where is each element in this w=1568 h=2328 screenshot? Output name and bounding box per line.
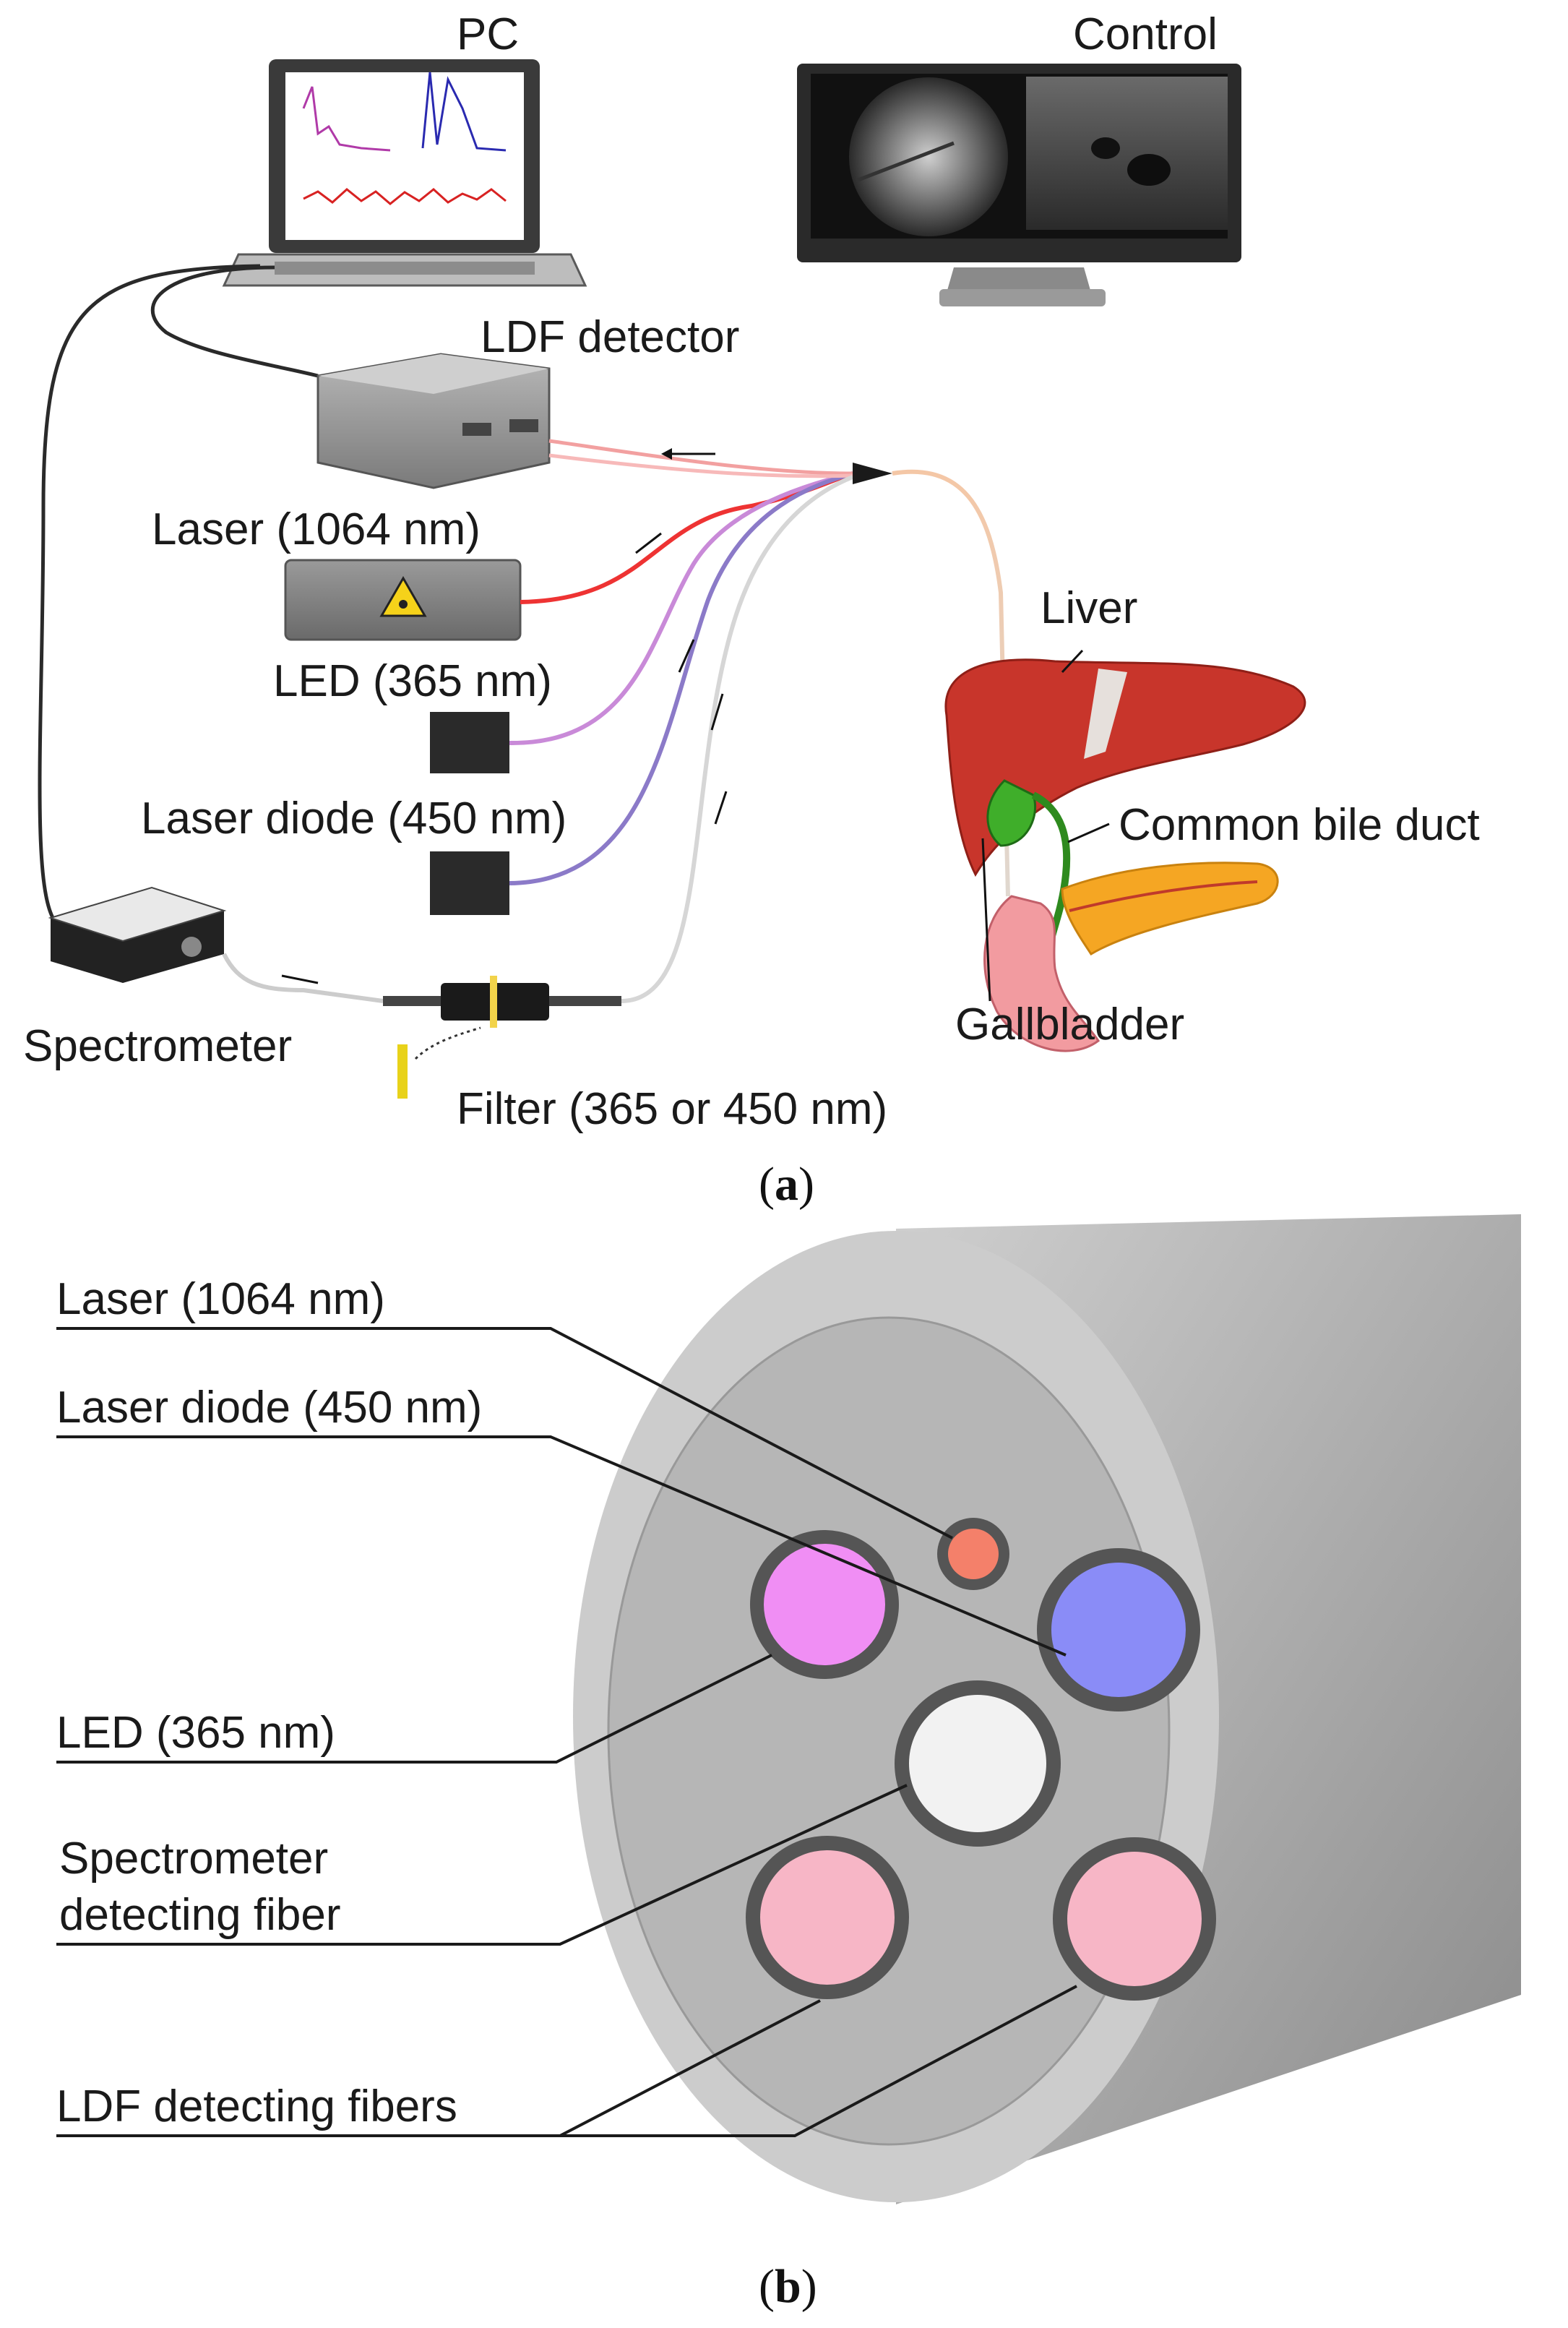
panel-b: Laser (1064 nm) Laser diode (450 nm) LED… [56,1214,1521,2313]
pc-to-ldf-cable [150,265,319,378]
control-label: Control [1073,9,1218,59]
ldf-fiber-2 [548,453,853,478]
caption-a-open: ( [759,1158,775,1211]
pc-laptop [222,59,587,287]
laser-diode-450-fiber [509,471,853,885]
laser-1064-label: Laser (1064 nm) [152,504,481,554]
filter-connector-left [383,996,441,1006]
pancreatic-duct [1069,880,1258,912]
spectrometer-label: Spectrometer [23,1021,292,1071]
filter-insert-arrow [414,1026,481,1060]
ldf-detector-label: LDF detector [481,312,739,362]
liver-label: Liver [1041,583,1137,633]
b-spectrometer-label-line1: Spectrometer [59,1834,328,1884]
b-spectrometer-label-line2: detecting fiber [59,1890,340,1940]
led-365-device [430,712,509,773]
b-ldf-fibers-label: LDF detecting fibers [56,2082,457,2131]
laser-diode-450-label: Laser diode (450 nm) [141,794,567,843]
ldf-detector [316,353,551,489]
laser-warning-icon [379,575,427,617]
endoscopy-view [849,77,1008,236]
arrow-led [678,639,695,673]
caption-b-letter: b [775,2260,801,2313]
led-365-fiber [509,471,853,746]
endoscopy-needle [856,141,955,183]
b-laser-diode-450-leader [56,1435,1067,1657]
ultrasound-cavity-1 [1127,154,1171,186]
laser-1064-device [284,559,522,641]
monitor-base [939,289,1106,306]
pc-label: PC [457,9,519,59]
filter-element [490,976,497,1028]
laser-diode-450-fiber-core [1051,1563,1186,1697]
b-laser-diode-450-label: Laser diode (450 nm) [56,1383,482,1433]
arrow-spectrometer-fiber [714,791,728,825]
b-led-365-label: LED (365 nm) [56,1708,335,1758]
spectrometer-fiber [621,475,854,1003]
liver-shape [944,658,1306,877]
bile-duct-pointer [1067,822,1110,843]
caption-a-letter: a [775,1158,798,1211]
led-365-label: LED (365 nm) [273,656,552,706]
svg-text:(a): (a) [759,1158,814,1211]
pc-plot-spectrum-1 [302,86,391,152]
caption-b-open: ( [759,2260,775,2313]
ldf-fiber-2-core [1067,1852,1202,1986]
arrow-to-spectrometer [281,974,319,984]
liver-pointer [1061,649,1084,674]
spectrometer-fiber-core [909,1695,1046,1832]
spectrometer-top [48,886,227,942]
liver-ligament [1084,669,1127,759]
spectrometer-input-fiber [222,953,384,1003]
arrow-laser-diode [710,693,724,731]
common-bile-duct-label: Common bile duct [1119,800,1480,850]
panel-a: PC Control LDF detector [23,9,1480,1211]
ultrasound-view [1026,77,1228,230]
filter-connector-right [549,996,621,1006]
pancreas-shape [1061,862,1279,956]
caption-b-close: ) [801,2260,817,2313]
ldf-connector-2 [509,419,538,432]
filter-loose [397,1044,408,1099]
caption-a-close: ) [798,1158,814,1211]
led-365-fiber-core [764,1544,885,1665]
gallbladder-pointer [981,838,991,1002]
ldf-connector-1 [462,423,491,436]
b-led-365-leader [56,1654,772,1764]
gallbladder-label: Gallbladder [955,1000,1184,1049]
b-ldf-fiber-2-leader [560,1985,1077,2137]
ldf-detector-top [318,354,549,394]
probe-inner-face [607,1316,1171,2146]
arrow-to-ldf-head [661,448,672,460]
laser-1064-fiber-core [948,1529,999,1579]
filter-label: Filter (365 or 450 nm) [457,1084,887,1134]
ldf-fiber-1 [548,439,853,476]
laptop-screen [285,72,524,240]
monitor-stand [947,267,1091,293]
liver-illustration [944,658,1306,1052]
laser-warning-symbol [399,600,408,609]
gallbladder-shape [986,779,1037,847]
pc-plot-spectrum-2 [421,72,507,152]
laptop-keyboard [275,262,535,275]
b-spectrometer-leader [56,1784,908,1946]
pc-to-spectrometer-cable [38,264,261,927]
svg-text:(b): (b) [759,2260,817,2313]
laser-diode-450-device [430,851,509,915]
spectrometer-device [48,886,227,983]
ldf-fiber-1-core [760,1850,895,1985]
fiber-combiner [853,463,892,484]
b-laser-1064-label: Laser (1064 nm) [56,1274,385,1324]
spectrometer-port [181,937,202,957]
probe-fiber [892,469,1010,897]
ultrasound-cavity-2 [1091,137,1120,159]
pc-plot-ldf [303,188,507,205]
arrow-laser [635,532,662,554]
control-monitor [797,64,1241,306]
duodenum-shape [983,895,1100,1052]
b-laser-1064-leader [56,1327,953,1539]
